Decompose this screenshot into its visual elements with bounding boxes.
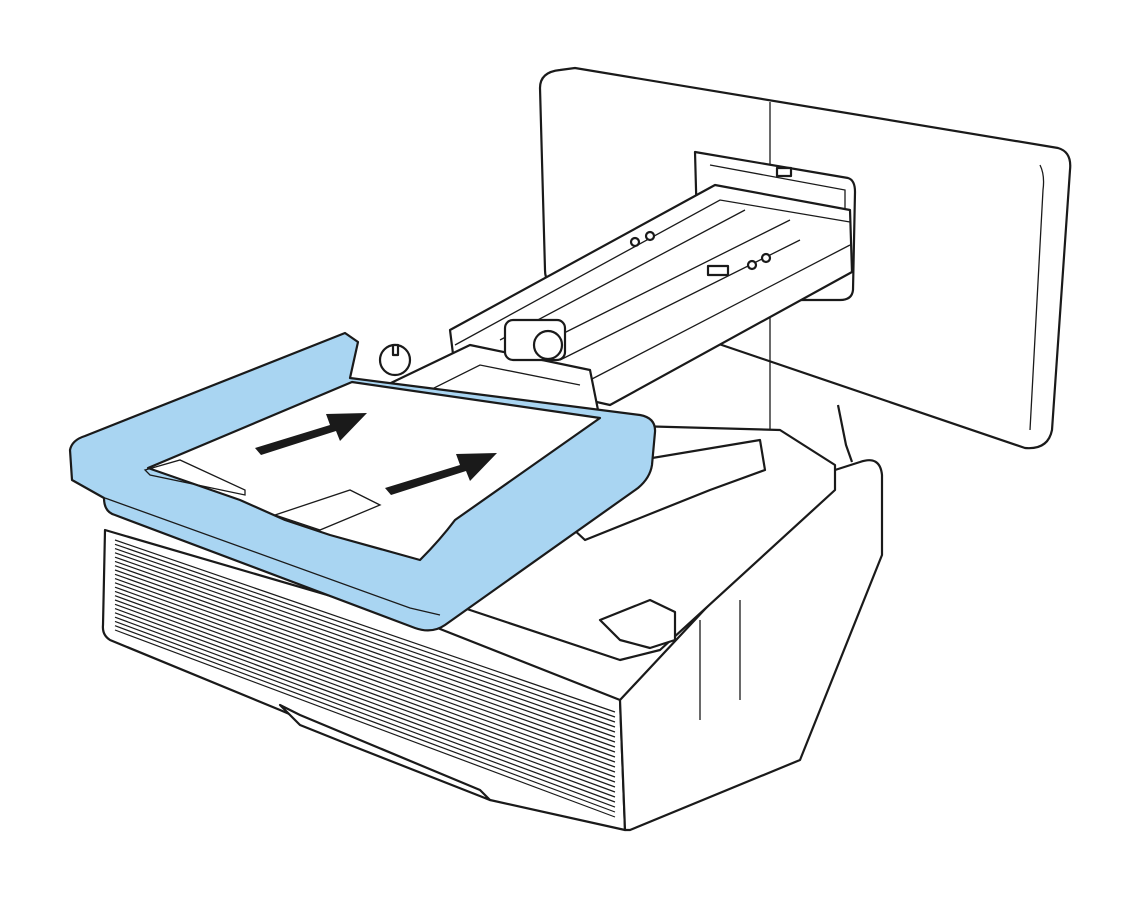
vent-slot xyxy=(114,573,616,753)
vent-slot xyxy=(114,620,616,808)
vent-slot xyxy=(114,616,616,803)
vent-slot xyxy=(114,595,616,778)
vent-slot xyxy=(114,556,616,733)
vent-slot xyxy=(114,590,616,773)
vent-slot xyxy=(114,608,616,793)
vent-slot xyxy=(114,578,616,758)
vent-slot xyxy=(114,539,616,713)
vent-slot xyxy=(114,565,616,743)
arrows xyxy=(255,413,497,495)
vent-slot xyxy=(114,560,616,738)
vent-slot xyxy=(114,612,616,798)
vent-slot xyxy=(114,586,616,768)
arrow-right-icon xyxy=(255,413,367,455)
vent-slot xyxy=(114,629,616,818)
cover xyxy=(68,331,657,632)
vent-slot xyxy=(114,625,616,813)
vent-slot xyxy=(114,603,616,788)
vent-slot xyxy=(114,548,616,723)
cable xyxy=(836,404,854,463)
vent-slot xyxy=(114,599,616,783)
arrow-right-icon xyxy=(385,453,497,495)
cover-opening xyxy=(146,380,602,562)
vent-slot xyxy=(114,582,616,763)
vent-slot xyxy=(114,552,616,728)
vent-slot xyxy=(114,569,616,748)
vent-grille xyxy=(114,539,616,818)
vent-slot xyxy=(114,543,616,718)
